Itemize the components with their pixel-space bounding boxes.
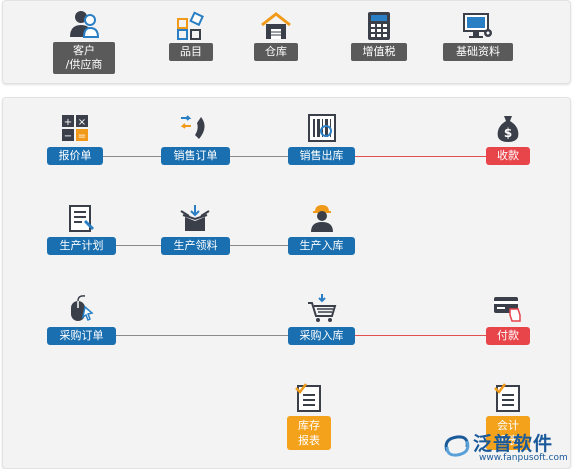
items-label: 品目 xyxy=(169,43,213,61)
sales-order-label: 销售订单 xyxy=(161,147,230,165)
watermark-text: 泛普软件 xyxy=(473,433,554,455)
inventory-report-label: 库存 报表 xyxy=(287,416,331,450)
svg-text:$: $ xyxy=(504,126,512,140)
sales-outbound-node[interactable]: 销售出库 xyxy=(288,113,355,165)
worker-icon xyxy=(311,205,333,232)
items-button[interactable]: 品目 xyxy=(168,9,214,65)
report-document-icon xyxy=(295,383,321,412)
accounting-report-node[interactable]: 会计 报表 xyxy=(486,383,530,453)
production-inbound-label: 生产入库 xyxy=(288,237,355,255)
accounting-report-label: 会计 报表 xyxy=(486,416,530,450)
basic-data-label: 基础资料 xyxy=(443,43,513,61)
purchase-order-label: 采购订单 xyxy=(47,327,116,345)
connector-purchase-inbound-payment xyxy=(355,335,486,336)
collection-label: 收款 xyxy=(486,147,530,165)
monitor-settings-icon xyxy=(463,13,492,38)
payment-label: 付款 xyxy=(486,327,530,345)
vat-button[interactable]: 增值税 xyxy=(351,9,407,65)
payment-node[interactable]: 付款 xyxy=(486,293,530,345)
collection-node[interactable]: $ 收款 xyxy=(486,113,530,165)
open-box-icon xyxy=(180,205,210,231)
accounting-document-icon xyxy=(494,383,520,412)
quotation-node[interactable]: + × − = 报价单 xyxy=(47,113,103,165)
watermark: 泛普软件 www.fanpusoft.com xyxy=(439,427,568,467)
shopping-cart-icon xyxy=(308,294,337,322)
production-material-node[interactable]: 生产领料 xyxy=(161,203,230,255)
sales-order-node[interactable]: 销售订单 xyxy=(161,113,230,165)
item-blocks-icon xyxy=(177,11,204,40)
svg-text:+: + xyxy=(64,117,72,128)
production-inbound-node[interactable]: 生产入库 xyxy=(288,203,355,255)
purchase-inbound-node[interactable]: 采购入库 xyxy=(288,293,355,345)
production-plan-node[interactable]: 生产计划 xyxy=(47,203,116,255)
inventory-report-node[interactable]: 库存 报表 xyxy=(287,383,331,453)
connector-quotation-sales-order xyxy=(103,156,161,157)
barcode-scanner-icon xyxy=(308,114,336,142)
warehouse-label: 仓库 xyxy=(254,43,298,61)
phone-order-icon xyxy=(180,115,205,139)
production-material-label: 生产领料 xyxy=(161,237,230,255)
purchase-order-node[interactable]: 采购订单 xyxy=(47,293,116,345)
vat-label: 增值税 xyxy=(351,43,407,61)
mouse-click-icon xyxy=(71,295,94,322)
connector-sales-outbound-collection xyxy=(355,156,486,157)
connector-plan-material xyxy=(116,245,161,246)
warehouse-button[interactable]: 仓库 xyxy=(253,9,299,65)
connector-sales-order-sales-outbound xyxy=(230,156,288,157)
warehouse-icon xyxy=(261,12,291,39)
quotation-label: 报价单 xyxy=(47,147,103,165)
purchase-inbound-label: 采购入库 xyxy=(288,327,355,345)
watermark-logo-icon xyxy=(444,435,470,457)
connector-purchase-order-inbound xyxy=(116,335,288,336)
svg-text:=: = xyxy=(78,131,86,142)
clipboard-plan-icon xyxy=(69,205,95,232)
money-bag-icon: $ xyxy=(497,116,519,142)
basic-data-button[interactable]: 基础资料 xyxy=(443,9,513,65)
svg-text:−: − xyxy=(64,131,72,142)
card-payment-icon xyxy=(494,297,521,322)
calculator-grid-icon: + × − = xyxy=(62,115,88,142)
sales-outbound-label: 销售出库 xyxy=(288,147,355,165)
production-plan-label: 生产计划 xyxy=(47,237,116,255)
customer-supplier-label: 客户 /供应商 xyxy=(53,42,115,74)
svg-text:×: × xyxy=(78,117,86,128)
connector-material-inbound xyxy=(230,245,288,246)
watermark-url: www.fanpusoft.com xyxy=(479,453,568,463)
customer-supplier-button[interactable]: 客户 /供应商 xyxy=(53,9,115,77)
calculator-icon xyxy=(368,12,390,40)
users-icon xyxy=(70,11,100,38)
top-menu-panel: 客户 /供应商 品目 仓库 增值税 xyxy=(2,0,571,84)
